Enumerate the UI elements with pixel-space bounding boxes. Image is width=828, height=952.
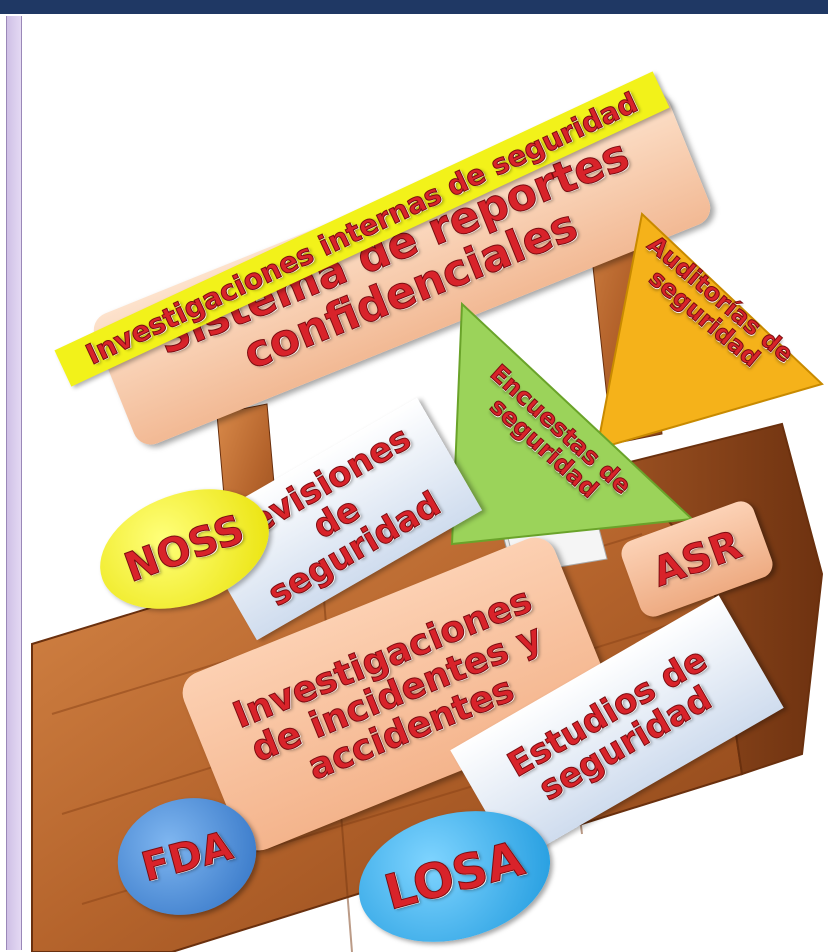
noss-label: NOSS xyxy=(118,506,251,592)
toolbox-diagram: Sistema de reportes confidenciales Inves… xyxy=(22,14,828,952)
title-bar xyxy=(0,0,828,14)
losa-label: LOSA xyxy=(378,830,530,922)
fda-label: FDA xyxy=(136,822,238,891)
side-panel xyxy=(6,16,22,950)
asr-label: ASR xyxy=(646,521,748,597)
